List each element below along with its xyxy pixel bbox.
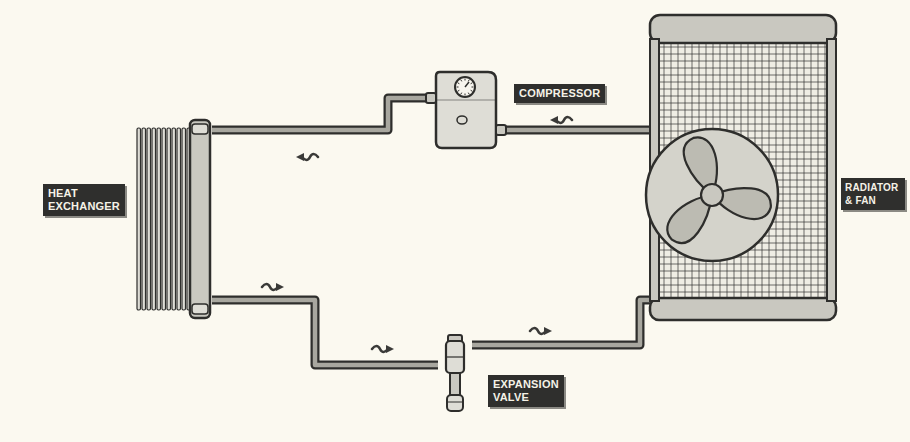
pipe [212, 98, 432, 130]
part-label: RADIATOR & FAN [841, 178, 905, 210]
radiator-fan-art [650, 15, 836, 320]
expansion-valve-art [438, 335, 472, 413]
flow-arrow [550, 116, 572, 124]
part-label: HEAT EXCHANGER [43, 184, 125, 216]
heat-exchanger: HEAT EXCHANGER [135, 120, 212, 318]
heat-exchanger-art [135, 120, 212, 318]
part-label: COMPRESSOR [514, 84, 605, 103]
part-label: EXPANSION VALVE [488, 375, 564, 407]
radiator-fan: RADIATOR & FAN [650, 15, 836, 320]
pipe [212, 300, 438, 365]
compressor-art [432, 70, 500, 150]
expansion-valve: EXPANSION VALVE [438, 335, 472, 413]
flow-arrow [262, 283, 284, 291]
flow-arrow [372, 345, 394, 353]
pipe [500, 130, 650, 131]
flow-arrow [296, 153, 318, 161]
flow-arrow [530, 327, 552, 335]
pipe [472, 300, 650, 345]
compressor: COMPRESSOR [432, 70, 500, 150]
